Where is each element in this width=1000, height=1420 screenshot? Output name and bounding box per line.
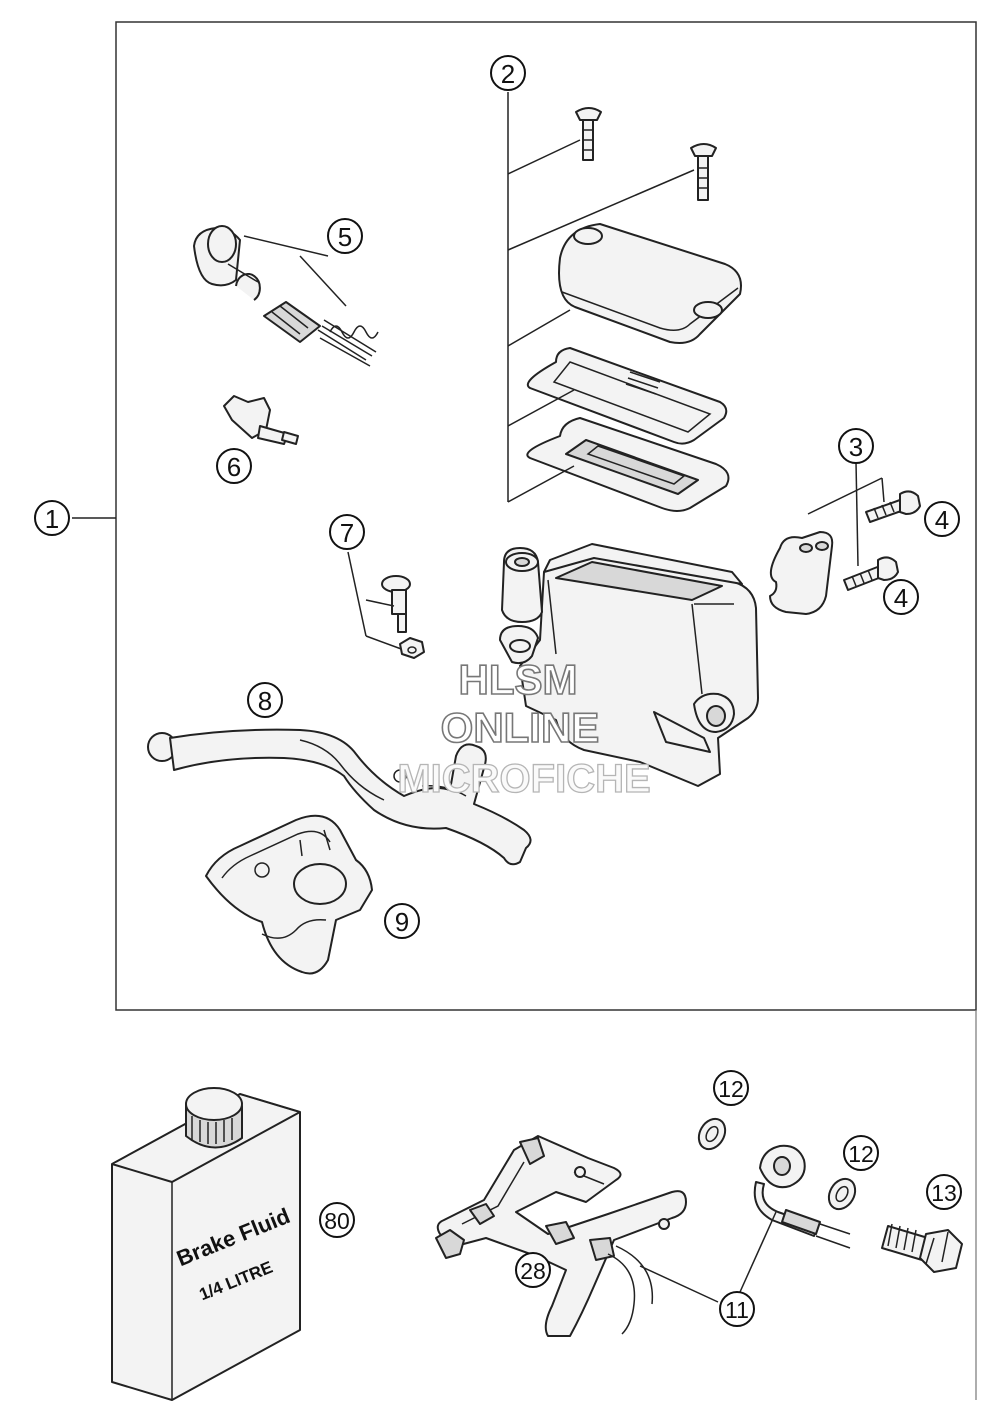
clamp-bolts [807, 461, 921, 591]
piston-kit [193, 225, 379, 367]
callout-7-label: 7 [340, 518, 354, 548]
watermark-line3: MICROFICHE [397, 757, 650, 801]
callout-11: 11 [719, 1291, 755, 1327]
callout-12b-label: 12 [848, 1141, 874, 1167]
callout-4b-label: 4 [894, 583, 908, 613]
callout-12a: 12 [713, 1070, 749, 1106]
callout-7: 7 [329, 514, 365, 550]
watermark-line1: HLSM [459, 656, 578, 703]
assembly-frame [72, 21, 977, 1400]
callout-80: 80 [319, 1202, 355, 1238]
reservoir-cover [558, 223, 742, 344]
callout-6: 6 [216, 448, 252, 484]
callout-28: 28 [515, 1252, 551, 1288]
callout-9-label: 9 [395, 907, 409, 937]
callout-1-label: 1 [45, 504, 59, 534]
brake-lever [147, 728, 532, 866]
callout-80-label: 80 [324, 1208, 350, 1234]
watermark-line2: ONLINE [441, 704, 600, 751]
callout-13: 13 [926, 1174, 962, 1210]
handlebar-clamp [769, 531, 834, 615]
callout-5-label: 5 [338, 222, 352, 252]
callout-28-label: 28 [520, 1258, 546, 1284]
bleeder-valve [223, 395, 299, 445]
callout-5: 5 [327, 218, 363, 254]
watermark: HLSM ONLINE MICROFICHE [397, 655, 652, 801]
callout-11-label: 11 [725, 1297, 749, 1323]
callout-13-label: 13 [931, 1180, 957, 1206]
callout-4a-label: 4 [935, 505, 949, 535]
master-cylinder [499, 543, 759, 787]
callout-12b: 12 [843, 1135, 879, 1171]
callout-4a: 4 [924, 501, 960, 537]
leaders-bottom [639, 1211, 777, 1303]
callout-8-label: 8 [258, 686, 272, 716]
callout-3: 3 [838, 428, 874, 464]
hose-guide-bracket [435, 1135, 687, 1337]
sealing-washer-upper [697, 1117, 727, 1151]
callout-12a-label: 12 [718, 1076, 744, 1102]
pivot-bolt [347, 551, 425, 659]
callout-9: 9 [384, 903, 420, 939]
callout-6-label: 6 [227, 452, 241, 482]
sealing-washer-lower [827, 1177, 857, 1211]
brake-fluid-bottle: Brake Fluid 1/4 LITRE [111, 1087, 301, 1401]
callout-8: 8 [247, 682, 283, 718]
callout-3-label: 3 [849, 432, 863, 462]
diaphragm-plate [526, 347, 728, 445]
brake-line [753, 1144, 851, 1249]
rubber-seal [526, 417, 730, 512]
leaders-2 [507, 92, 695, 503]
callout-4b: 4 [883, 579, 919, 615]
lever-boot [205, 814, 373, 975]
callout-2: 2 [490, 55, 526, 91]
banjo-bolt [881, 1223, 963, 1273]
callout-2-label: 2 [501, 59, 515, 89]
cover-screws [575, 107, 717, 201]
callout-1: 1 [34, 500, 70, 536]
